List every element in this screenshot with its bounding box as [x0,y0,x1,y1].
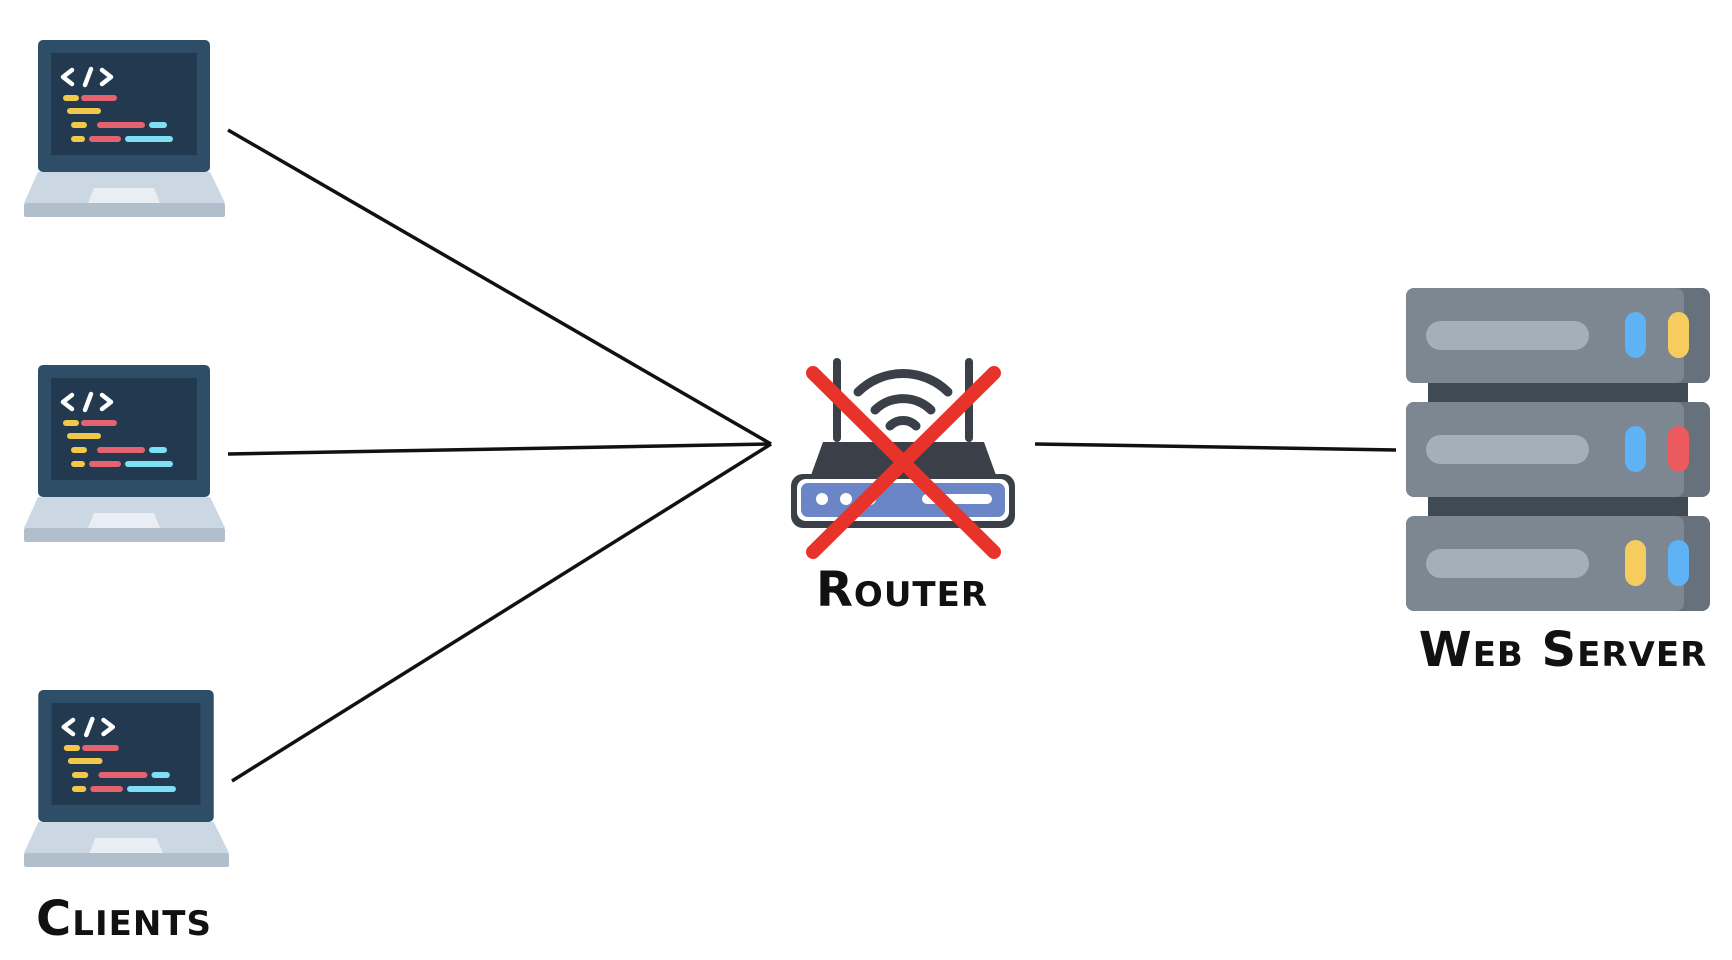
server-node: Web Server [1406,288,1710,678]
led-yellow [1668,312,1689,358]
led-blue [1668,540,1689,586]
laptop-icon [24,365,225,542]
clients-label: Clients [36,891,212,947]
clients-group: Clients [24,40,229,947]
cross-icon [806,366,1001,559]
link-client2-router [227,442,772,456]
router-node: Router [791,358,1015,618]
router-label: Router [816,562,988,618]
link-client3-router [231,442,772,783]
web-server-label: Web Server [1419,622,1708,678]
led-blue [1625,312,1646,358]
laptop-icon [24,690,229,867]
server-rack-icon [1406,288,1710,611]
led-yellow [1625,540,1646,586]
link-router-server [1034,442,1397,452]
led-red [1668,426,1689,472]
connection-lines [227,128,1397,783]
link-client1-router [227,128,772,446]
led-blue [1625,426,1646,472]
laptop-icon [24,40,225,217]
